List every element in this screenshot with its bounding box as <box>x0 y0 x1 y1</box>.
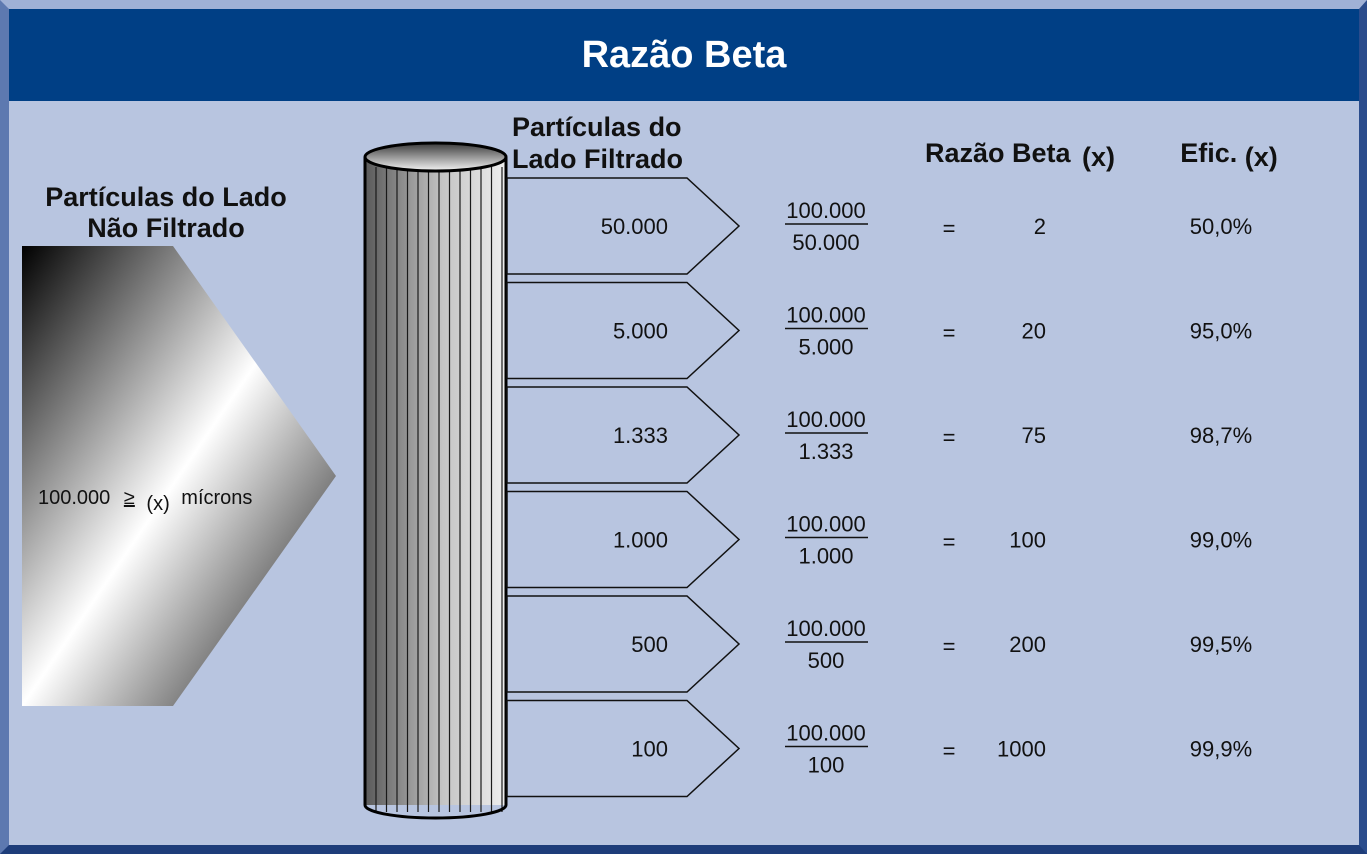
output-row: 100 100.000 100 = 1000 99,9% <box>506 699 1252 798</box>
equals-sign: = <box>943 216 956 241</box>
output-row: 50.000 100.000 50.000 = 2 50,0% <box>506 177 1252 275</box>
beta-ratio-value: 200 <box>1009 632 1046 657</box>
input-unit: mícrons <box>181 487 252 509</box>
ratio-numerator: 100.000 <box>786 512 866 537</box>
page-title: Razão Beta <box>581 33 787 76</box>
efficiency-value: 95,0% <box>1190 319 1252 344</box>
beta-ratio-value: 100 <box>1009 528 1046 553</box>
output-arrow <box>506 595 741 693</box>
efficiency-value: 99,0% <box>1190 528 1252 553</box>
filtered-particle-count: 1.000 <box>613 528 668 553</box>
ratio-denominator: 1.333 <box>798 439 853 464</box>
output-row: 1.333 100.000 1.333 = 75 98,7% <box>506 386 1252 484</box>
output-row: 5.000 100.000 5.000 = 20 95,0% <box>506 281 1252 380</box>
filtered-label-line1: Partículas do <box>512 112 682 142</box>
unfiltered-flow-arrow <box>22 246 336 706</box>
equals-sign: = <box>943 739 956 764</box>
ratio-denominator: 5.000 <box>798 335 853 360</box>
unfiltered-label-line1: Partículas do Lado <box>45 182 287 212</box>
efficiency-value: 99,5% <box>1190 632 1252 657</box>
ratio-numerator: 100.000 <box>786 198 866 223</box>
title-bar: Razão Beta <box>9 9 1359 101</box>
output-arrow <box>506 177 741 275</box>
filtered-particle-count: 50.000 <box>601 214 668 239</box>
efficiency-header: Efic. (x) <box>1180 138 1278 172</box>
output-row: 1.000 100.000 1.000 = 100 99,0% <box>506 490 1252 589</box>
beta-ratio-value: 1000 <box>997 737 1046 762</box>
ratio-numerator: 100.000 <box>786 407 866 432</box>
filtered-particle-count: 5.000 <box>613 319 668 344</box>
output-row: 500 100.000 500 = 200 99,5% <box>506 595 1252 693</box>
greater-equal-symbol: ≥ <box>124 487 135 509</box>
filtered-particle-count: 500 <box>631 632 668 657</box>
ratio-numerator: 100.000 <box>786 616 866 641</box>
ratio-denominator: 100 <box>808 753 845 778</box>
output-arrow <box>506 490 741 589</box>
filtered-particle-count: 1.333 <box>613 423 668 448</box>
beta-ratio-value: 2 <box>1034 214 1046 239</box>
equals-sign: = <box>943 530 956 555</box>
beta-ratio-value: 20 <box>1022 319 1046 344</box>
equals-sign: = <box>943 321 956 346</box>
filtered-label-line2: Lado Filtrado <box>512 144 683 174</box>
input-value: 100.000 <box>38 487 110 509</box>
beta-ratio-header: Razão Beta (x) <box>925 138 1115 172</box>
input-particles-label: 100.000 ≥ (x) mícrons <box>38 487 252 515</box>
input-x: (x) <box>146 493 169 515</box>
equals-sign: = <box>943 425 956 450</box>
beta-ratio-value: 75 <box>1022 423 1046 448</box>
filter-cylinder <box>363 141 508 820</box>
ratio-denominator: 50.000 <box>792 230 859 255</box>
efficiency-value: 50,0% <box>1190 214 1252 239</box>
ratio-denominator: 500 <box>808 648 845 673</box>
equals-sign: = <box>943 634 956 659</box>
filtered-particle-count: 100 <box>631 737 668 762</box>
output-arrow <box>506 386 741 484</box>
unfiltered-label-line2: Não Filtrado <box>87 213 245 243</box>
ratio-numerator: 100.000 <box>786 721 866 746</box>
efficiency-value: 99,9% <box>1190 737 1252 762</box>
efficiency-value: 98,7% <box>1190 423 1252 448</box>
ratio-numerator: 100.000 <box>786 303 866 328</box>
output-arrow <box>506 699 741 798</box>
output-arrow <box>506 281 741 380</box>
ratio-denominator: 1.000 <box>798 544 853 569</box>
